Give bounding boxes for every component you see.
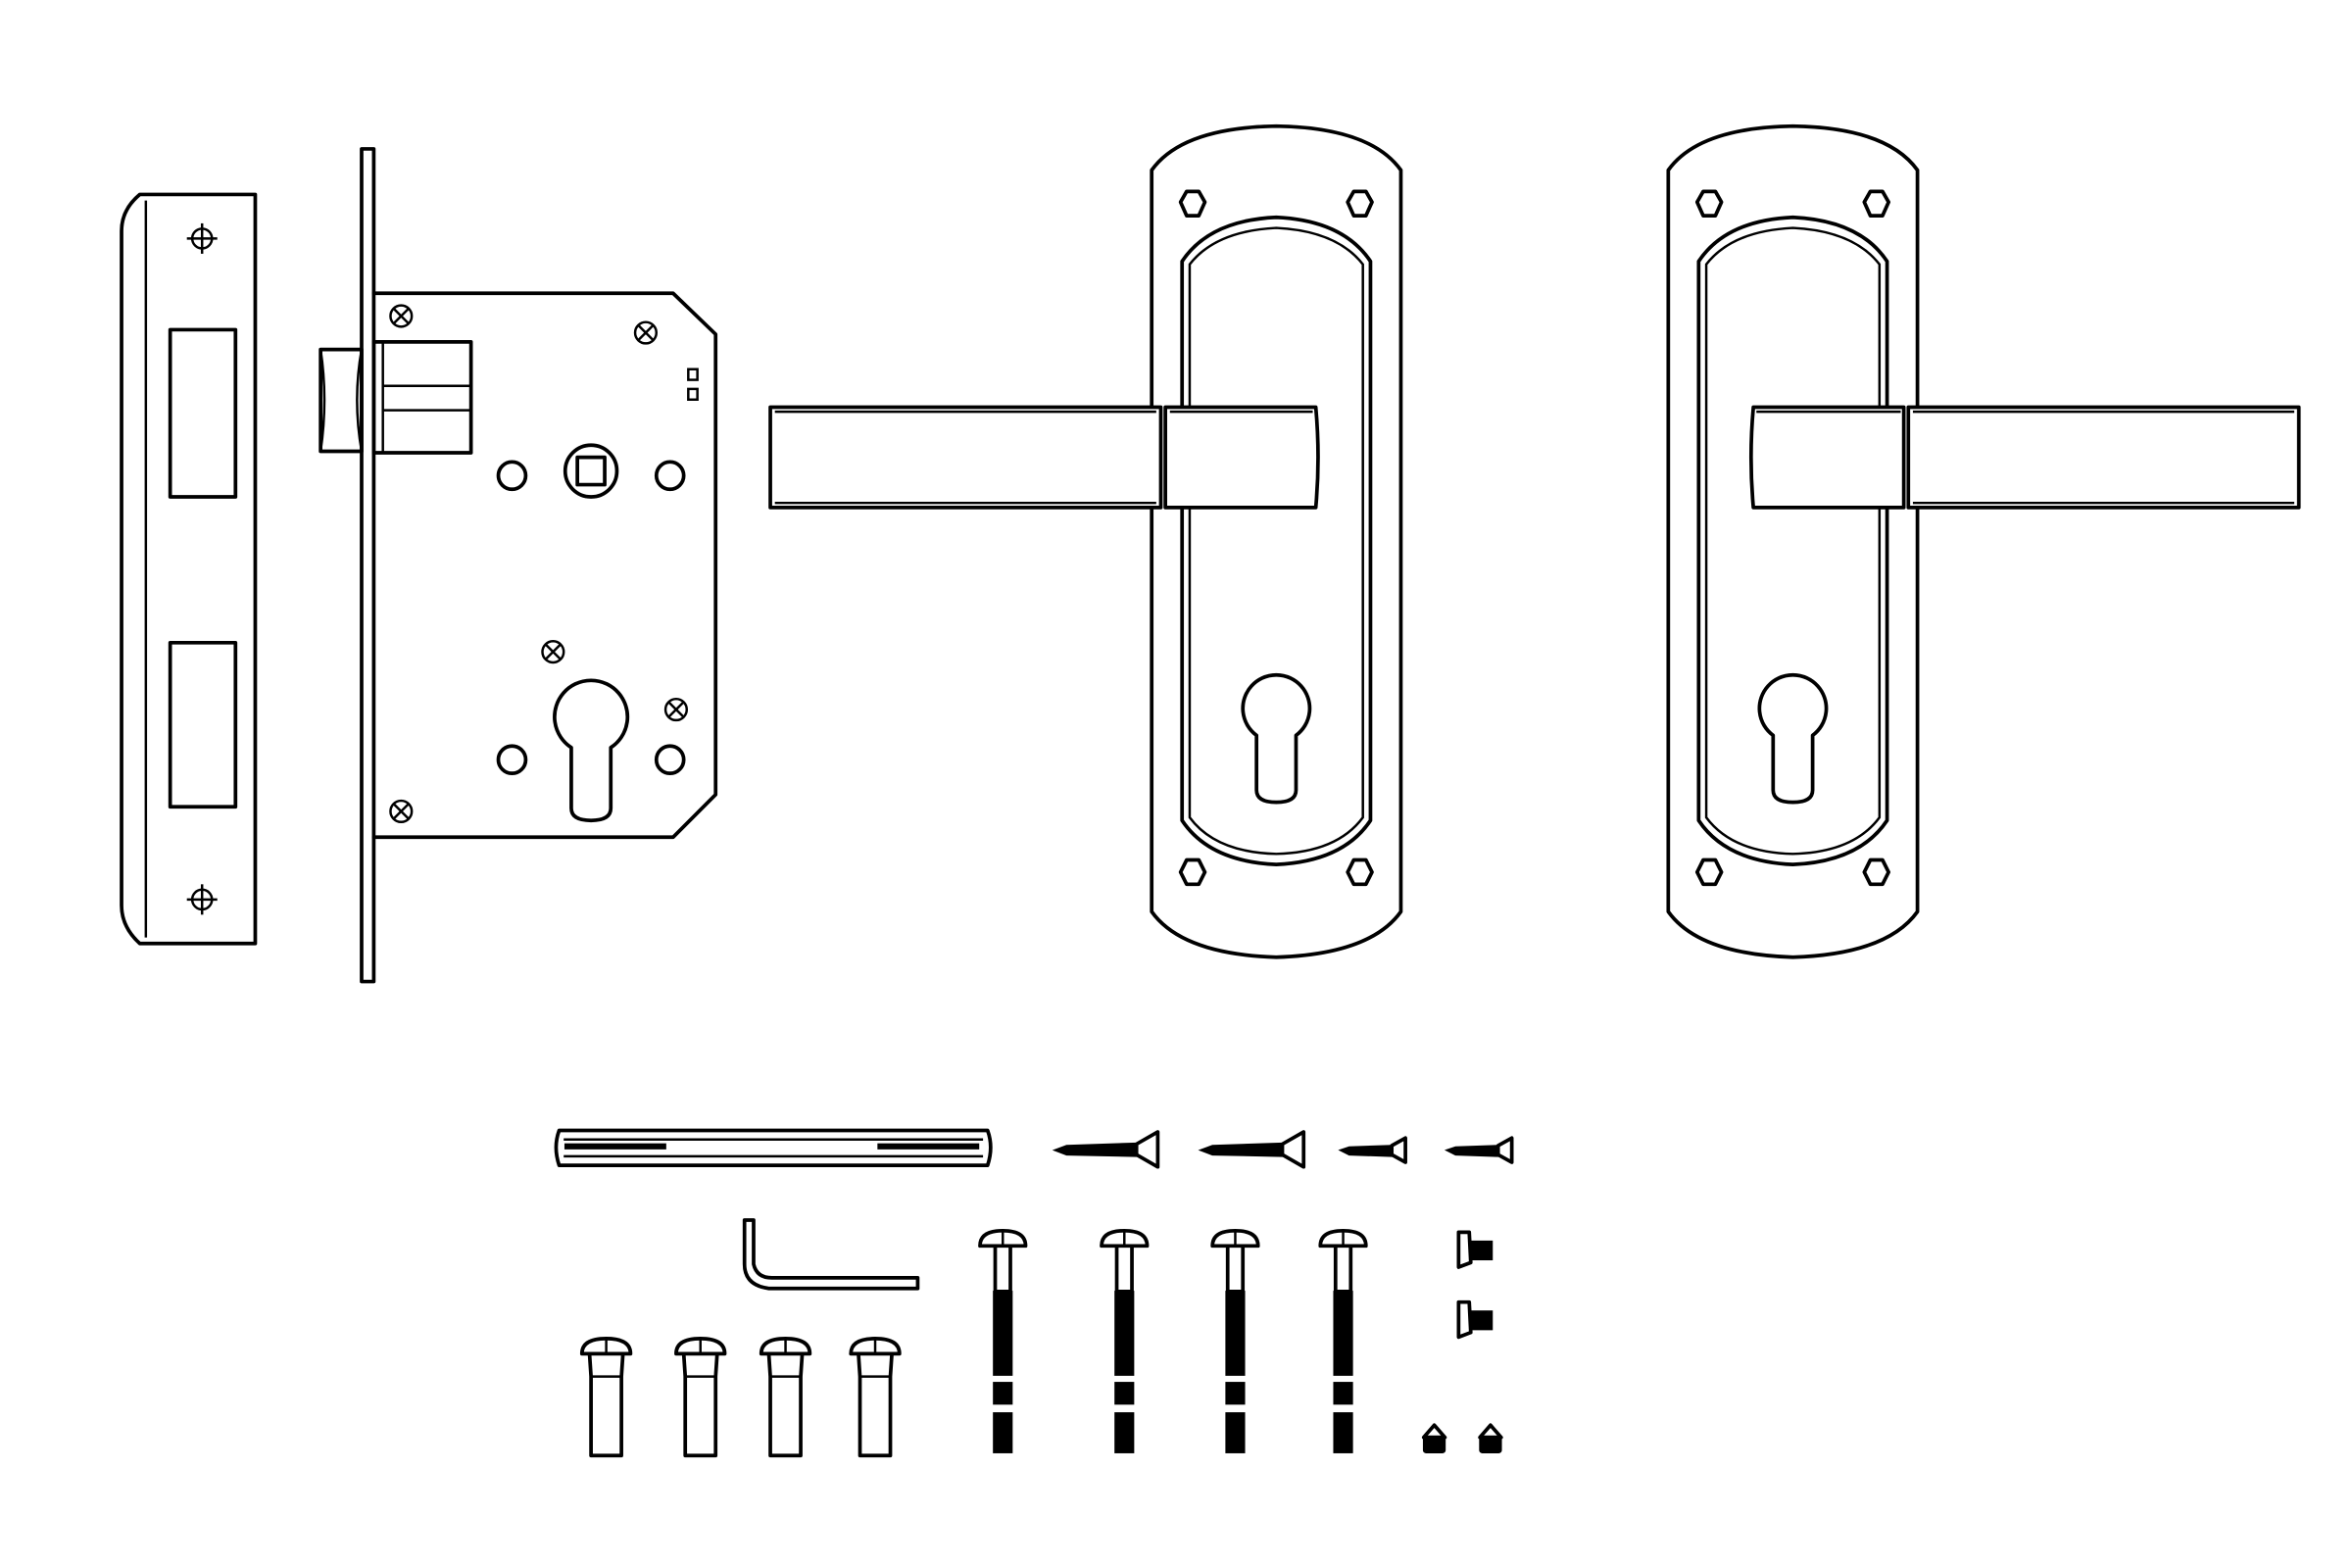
strike-plate bbox=[120, 192, 258, 946]
sleeve-nut bbox=[674, 1337, 727, 1458]
case-screw bbox=[389, 304, 414, 328]
screw-hole-top bbox=[186, 222, 218, 254]
allen-key bbox=[742, 1218, 920, 1291]
grub-screw bbox=[1421, 1423, 1447, 1453]
case-screw bbox=[633, 320, 659, 345]
sleeve-nut bbox=[849, 1337, 902, 1458]
screw-hole-bottom bbox=[186, 884, 218, 915]
through-bolt bbox=[1318, 1228, 1368, 1453]
grub-screws bbox=[1421, 1423, 1503, 1453]
sleeve-nut bbox=[579, 1337, 633, 1458]
case-screw bbox=[663, 697, 689, 722]
lever-handle-right bbox=[1666, 123, 2301, 959]
wood-screw bbox=[1198, 1130, 1306, 1169]
wood-screws bbox=[1052, 1130, 1514, 1169]
through-bolt bbox=[1100, 1228, 1150, 1453]
case-screw bbox=[389, 799, 414, 823]
grub-screw bbox=[1478, 1423, 1503, 1453]
wood-screw bbox=[1444, 1136, 1514, 1164]
wood-screw bbox=[1052, 1130, 1160, 1169]
spindle bbox=[554, 1128, 993, 1168]
set-screws bbox=[1456, 1230, 1494, 1340]
through-bolts bbox=[978, 1228, 1368, 1453]
through-bolt bbox=[1210, 1228, 1260, 1453]
sleeve-nut bbox=[759, 1337, 812, 1458]
wood-screw bbox=[1338, 1136, 1407, 1164]
lever-handle-left bbox=[768, 123, 1403, 959]
set-screw bbox=[1456, 1230, 1494, 1269]
sleeve-nuts bbox=[579, 1337, 902, 1458]
case-screw bbox=[541, 640, 565, 664]
through-bolt bbox=[978, 1228, 1028, 1453]
mortise-lock-body bbox=[318, 147, 718, 984]
set-screw bbox=[1456, 1299, 1494, 1340]
